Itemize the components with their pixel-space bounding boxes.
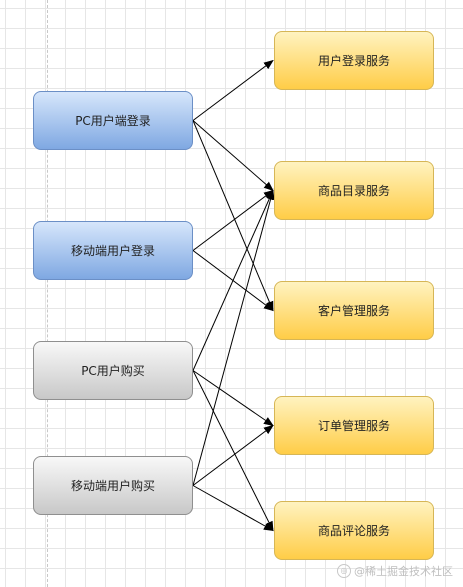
edge-mobile-buy-to-catalog-svc: [192, 189, 275, 486]
edge-pc-login-to-customer-svc: [192, 120, 274, 312]
node-order-management-service[interactable]: 订单管理服务: [274, 396, 434, 455]
node-product-catalog-service[interactable]: 商品目录服务: [274, 161, 434, 220]
edge-pc-buy-to-review-svc: [192, 370, 274, 532]
dashed-guide-line: [47, 0, 48, 587]
juejin-logo-icon: ◎: [337, 564, 351, 578]
node-customer-management-service[interactable]: 客户管理服务: [274, 281, 434, 340]
node-pc-user-login[interactable]: PC用户端登录: [33, 91, 193, 150]
edge-mobile-buy-to-order-svc: [192, 424, 274, 486]
node-user-login-service[interactable]: 用户登录服务: [274, 31, 434, 90]
edge-pc-login-to-catalog-svc: [192, 120, 274, 192]
edge-pc-login-to-login-svc: [192, 59, 274, 121]
edge-mobile-login-to-catalog-svc: [192, 189, 274, 251]
node-mobile-user-purchase[interactable]: 移动端用户购买: [33, 456, 193, 515]
watermark: ◎ @稀土掘金技术社区: [337, 563, 453, 579]
edge-pc-buy-to-order-svc: [192, 370, 274, 427]
watermark-text: @稀土掘金技术社区: [354, 565, 453, 578]
node-mobile-user-login[interactable]: 移动端用户登录: [33, 221, 193, 280]
edge-pc-buy-to-catalog-svc: [192, 189, 274, 371]
edge-mobile-buy-to-review-svc: [192, 485, 274, 531]
node-product-review-service[interactable]: 商品评论服务: [274, 501, 434, 560]
node-pc-user-purchase[interactable]: PC用户购买: [33, 341, 193, 400]
